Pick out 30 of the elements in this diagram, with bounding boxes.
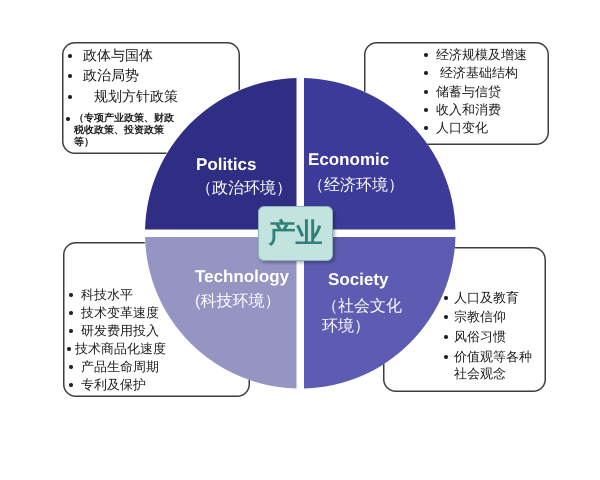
list-item-text: 收入和消费 (436, 102, 501, 118)
list-item-text: 专利及保护 (81, 376, 146, 394)
list-item-text: 政治局势 (83, 67, 139, 85)
quadrant-title: Technology (195, 267, 290, 287)
list-item-text: 研发费用投入 (81, 322, 159, 340)
quadrant-title: Economic (308, 150, 390, 170)
list-item-text: 产品生命周期 (81, 358, 159, 376)
list-item-text: 政体与国体 (83, 47, 153, 65)
quadrant-title: Society (328, 270, 388, 290)
quadrant-subtitle: (科技环境） (195, 292, 280, 312)
list-item-text: 风俗习惯 (454, 328, 506, 346)
quadrant-title: Politics (196, 155, 256, 175)
list-item-text: 技术商品化速度 (75, 340, 166, 358)
list-item-text: 科技水平 (81, 286, 133, 304)
list-item-text: 人口变化 (436, 120, 488, 136)
info-card (364, 42, 549, 145)
list-item-text: 规划方针政策 (94, 88, 178, 106)
center-label: 产业 (268, 218, 322, 248)
list-item-text: 价值观等各种社会观念 (454, 348, 533, 382)
center-panel (258, 206, 333, 261)
quadrant-subtitle: （社会文化环境） (322, 297, 403, 337)
list-item-text: 经济基础结构 (440, 64, 518, 82)
list-item-text: 宗教信仰 (454, 308, 506, 326)
list-item-text: 技术变革速度 (81, 304, 159, 322)
list-item-text: 储蓄与信贷 (436, 84, 501, 100)
quadrant-subtitle: （经济环境） (308, 176, 404, 196)
list-item-text: 人口及教育 (454, 290, 519, 306)
list-item-text: 经济规模及增速 (436, 46, 527, 64)
list-item-text: （专项产业政策、财政税收政策、投资政策等） (74, 113, 175, 149)
quadrant-subtitle: （政治环境） (196, 179, 292, 199)
